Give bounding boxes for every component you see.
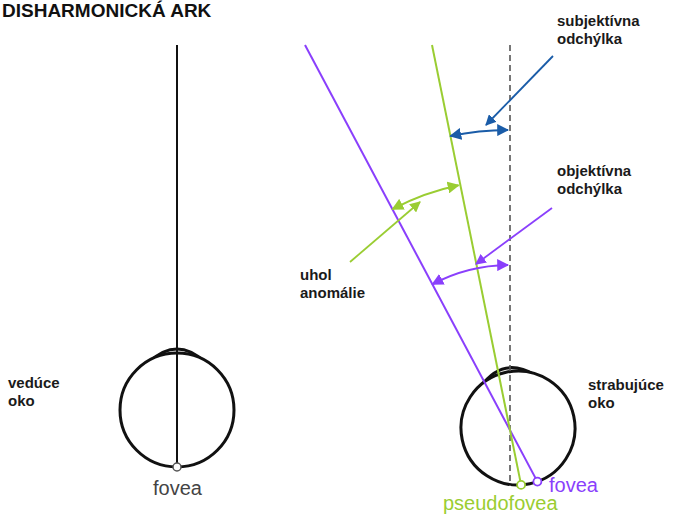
leader-line — [350, 202, 420, 262]
anomaly-arc — [393, 185, 459, 209]
fovea-axis — [305, 45, 537, 482]
eye-label: vedúce oko — [8, 374, 70, 410]
visual-axis — [176, 45, 178, 463]
angle-label: subjektívna odchýlka — [557, 12, 662, 48]
dashed-axis — [509, 45, 511, 486]
objective-arc — [432, 265, 508, 284]
pseudofovea-axis — [432, 45, 521, 485]
fovea-dot — [173, 463, 181, 471]
leader-line — [486, 56, 553, 125]
subjective-arc — [450, 130, 508, 136]
angle-label: uhol anomálie — [300, 266, 380, 302]
fovea-label: fovea — [549, 473, 598, 497]
diagram-title: DISHARMONICKÁ ARK — [2, 0, 211, 23]
leader-line — [476, 208, 552, 264]
pseudofovea-label: pseudofovea — [443, 491, 558, 514]
pseudofovea-dot — [517, 481, 525, 489]
fovea-label: fovea — [153, 476, 202, 500]
angle-label: objektívna odchýlka — [557, 162, 662, 198]
eye-label: strabujúce oko — [588, 376, 673, 412]
fovea-dot — [533, 478, 541, 486]
